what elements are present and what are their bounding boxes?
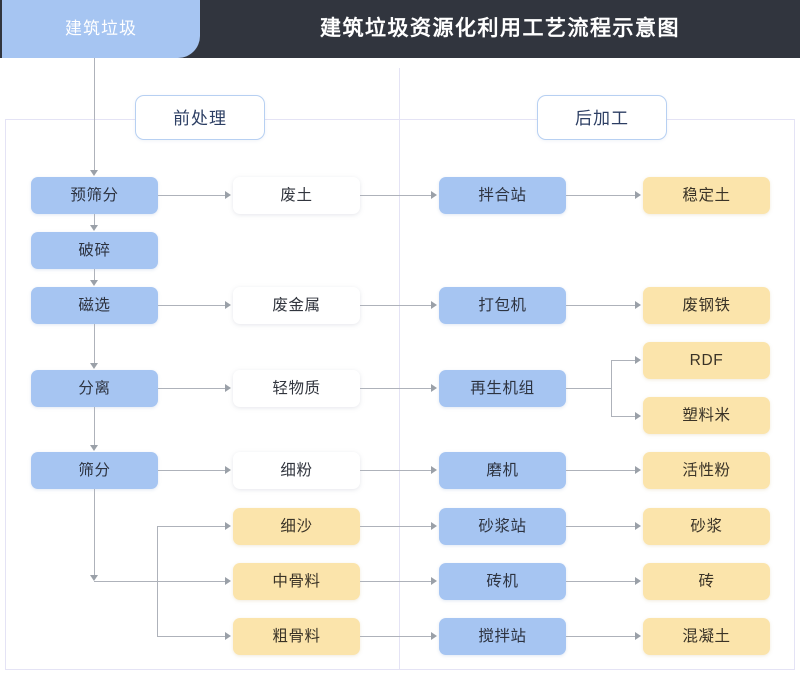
arrowhead-separation-to-screening xyxy=(90,445,98,451)
arrowhead-screening-to-fine-powder xyxy=(225,466,231,474)
node-fine-sand[interactable]: 细沙 xyxy=(233,508,360,545)
connector-mill-to-active-powder xyxy=(566,470,635,471)
node-brick[interactable]: 砖 xyxy=(643,563,770,600)
node-plastic-pellet[interactable]: 塑料米 xyxy=(643,397,770,434)
connector-mortar-station-to-mortar xyxy=(566,526,635,527)
node-mortar-station[interactable]: 砂浆站 xyxy=(439,508,566,545)
page-title: 建筑垃圾资源化利用工艺流程示意图 xyxy=(320,17,680,40)
diagram-panel xyxy=(5,119,795,670)
node-waste-metal[interactable]: 废金属 xyxy=(233,287,360,324)
node-brick-machine[interactable]: 砖机 xyxy=(439,563,566,600)
arrowhead-waste-metal-to-baler xyxy=(431,301,437,309)
connector-separation-to-screening xyxy=(94,407,95,445)
connector-bracket-to-fine-sand xyxy=(157,526,225,527)
connector-screening-down-trunk xyxy=(94,489,95,575)
node-magnetic-separation[interactable]: 磁选 xyxy=(31,287,158,324)
section-header-pre-processing: 前处理 xyxy=(135,95,265,140)
node-mill[interactable]: 磨机 xyxy=(439,452,566,489)
arrowhead-mill-to-active-powder xyxy=(635,466,641,474)
connector-concrete-station-to-concrete xyxy=(566,636,635,637)
node-crush[interactable]: 破碎 xyxy=(31,232,158,269)
connector-regeneration-unit-stub xyxy=(566,388,611,389)
node-regeneration-unit[interactable]: 再生机组 xyxy=(439,370,566,407)
connector-coarse-aggregate-to-concrete-station xyxy=(360,636,431,637)
arrowhead-prescreen-to-waste-soil xyxy=(225,191,231,199)
connector-light-matter-to-regeneration-unit xyxy=(360,388,431,389)
node-pre-screen[interactable]: 预筛分 xyxy=(31,177,158,214)
arrowhead-waste-soil-to-mixing-station xyxy=(431,191,437,199)
node-waste-soil[interactable]: 废土 xyxy=(233,177,360,214)
arrowhead-tab-to-prescreen xyxy=(90,170,98,176)
arrowhead-separation-to-light-matter xyxy=(225,384,231,392)
arrowhead-magnetic-to-waste-metal xyxy=(225,301,231,309)
node-concrete[interactable]: 混凝土 xyxy=(643,618,770,655)
node-separation[interactable]: 分离 xyxy=(31,370,158,407)
node-screening[interactable]: 筛分 xyxy=(31,452,158,489)
connector-screening-to-fine-powder xyxy=(158,470,225,471)
connector-fine-sand-to-mortar-station xyxy=(360,526,431,527)
connector-bracket-to-rdf xyxy=(611,360,635,361)
section-divider xyxy=(399,68,400,670)
node-scrap-steel[interactable]: 废钢铁 xyxy=(643,287,770,324)
connector-prescreen-to-crush xyxy=(94,214,95,225)
connector-fine-powder-to-mill xyxy=(360,470,431,471)
connector-waste-soil-to-mixing-station xyxy=(360,195,431,196)
arrowhead-screening-down-trunk xyxy=(90,575,98,581)
arrowhead-screening-to-mid-aggregate xyxy=(225,577,231,585)
connector-regeneration-bracket xyxy=(611,360,612,416)
node-fine-powder[interactable]: 细粉 xyxy=(233,452,360,489)
arrowhead-prescreen-to-crush xyxy=(90,225,98,231)
connector-screening-to-mid-aggregate xyxy=(94,581,225,582)
node-concrete-station[interactable]: 搅拌站 xyxy=(439,618,566,655)
connector-aggregate-bracket xyxy=(157,526,158,636)
connector-magnetic-to-waste-metal xyxy=(158,305,225,306)
arrowhead-concrete-station-to-concrete xyxy=(635,632,641,640)
connector-brick-machine-to-brick xyxy=(566,581,635,582)
node-baler[interactable]: 打包机 xyxy=(439,287,566,324)
node-rdf[interactable]: RDF xyxy=(643,342,770,379)
connector-waste-metal-to-baler xyxy=(360,305,431,306)
connector-mixing-station-to-stabilized-soil xyxy=(566,195,635,196)
node-light-matter[interactable]: 轻物质 xyxy=(233,370,360,407)
arrowhead-baler-to-scrap-steel xyxy=(635,301,641,309)
node-mortar[interactable]: 砂浆 xyxy=(643,508,770,545)
arrowhead-mid-aggregate-to-brick-machine xyxy=(431,577,437,585)
arrowhead-crush-to-magnetic xyxy=(90,280,98,286)
arrowhead-bracket-to-rdf xyxy=(635,356,641,364)
header-tab-construction-waste[interactable]: 建筑垃圾 xyxy=(2,0,200,58)
connector-baler-to-scrap-steel xyxy=(566,305,635,306)
node-stabilized-soil[interactable]: 稳定土 xyxy=(643,177,770,214)
node-mixing-station[interactable]: 拌合站 xyxy=(439,177,566,214)
node-active-powder[interactable]: 活性粉 xyxy=(643,452,770,489)
arrowhead-bracket-to-fine-sand xyxy=(225,522,231,530)
arrowhead-mortar-station-to-mortar xyxy=(635,522,641,530)
arrowhead-brick-machine-to-brick xyxy=(635,577,641,585)
arrowhead-bracket-to-coarse-aggregate xyxy=(225,632,231,640)
arrowhead-coarse-aggregate-to-concrete-station xyxy=(431,632,437,640)
arrowhead-bracket-to-plastic-pellet xyxy=(635,412,641,420)
section-header-post-processing: 后加工 xyxy=(537,95,667,140)
arrowhead-mixing-station-to-stabilized-soil xyxy=(635,191,641,199)
arrowhead-fine-powder-to-mill xyxy=(431,466,437,474)
connector-mid-aggregate-to-brick-machine xyxy=(360,581,431,582)
connector-separation-to-light-matter xyxy=(158,388,225,389)
connector-prescreen-to-waste-soil xyxy=(158,195,225,196)
connector-bracket-to-plastic-pellet xyxy=(611,416,635,417)
connector-magnetic-to-separation xyxy=(94,324,95,363)
node-coarse-aggregate[interactable]: 粗骨料 xyxy=(233,618,360,655)
connector-bracket-to-coarse-aggregate xyxy=(157,636,225,637)
connector-crush-to-magnetic xyxy=(94,269,95,280)
arrowhead-light-matter-to-regeneration-unit xyxy=(431,384,437,392)
node-mid-aggregate[interactable]: 中骨料 xyxy=(233,563,360,600)
arrowhead-fine-sand-to-mortar-station xyxy=(431,522,437,530)
arrowhead-magnetic-to-separation xyxy=(90,363,98,369)
connector-tab-to-prescreen xyxy=(94,58,95,170)
